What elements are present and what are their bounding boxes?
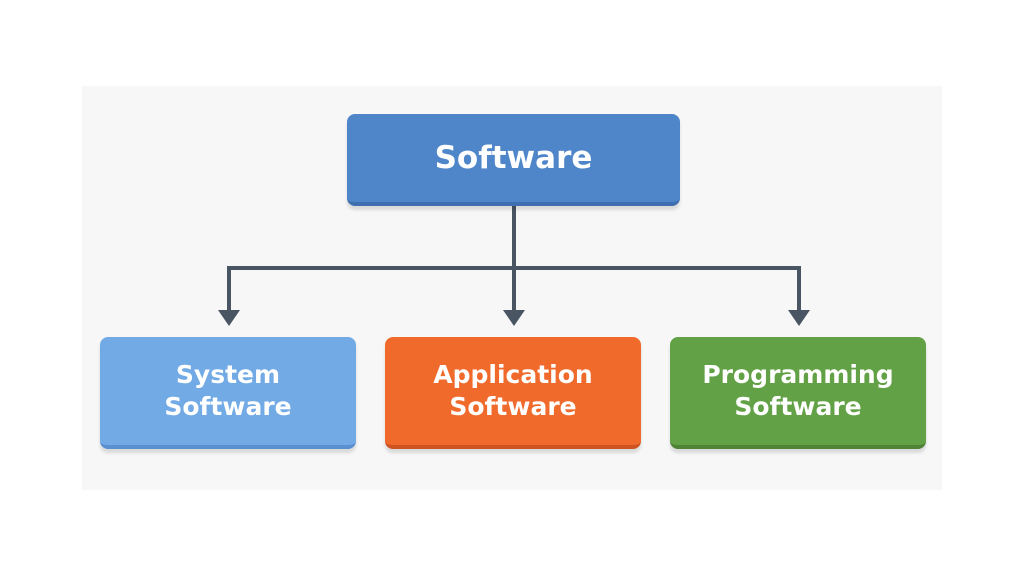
node-application-software: Application Software [385,337,641,449]
arrowhead-center [503,310,525,326]
node-system-software-line2: Software [164,392,292,421]
node-system-software: System Software [100,337,356,449]
node-software: Software [347,114,680,206]
node-programming-software-line1: Programming [702,359,894,389]
node-system-software-line1: System [175,359,281,389]
arrowhead-left [218,310,240,326]
node-software-label: Software [434,139,593,176]
node-application-software-line1: Application [433,359,593,389]
node-application-software-line2: Software [449,392,577,421]
arrowhead-right [788,310,810,326]
node-programming-software-line2: Software [734,392,862,421]
node-programming-software: Programming Software [670,337,926,449]
